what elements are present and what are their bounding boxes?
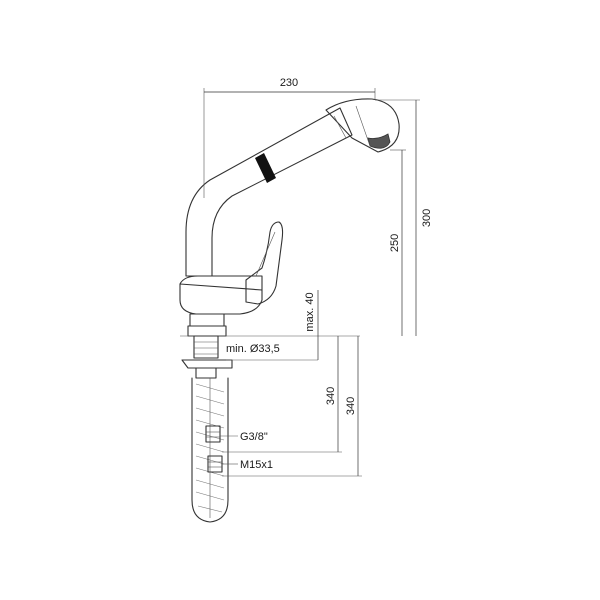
dim-label-300: 300 xyxy=(421,209,433,227)
hose-outline xyxy=(191,377,229,523)
mounting-shank xyxy=(193,335,219,359)
dim-label-340-b: 340 xyxy=(345,397,357,415)
spout-arm xyxy=(185,107,353,277)
dim-label-min-hole: min. Ø33,5 xyxy=(226,343,280,355)
lever-handle[interactable] xyxy=(245,221,284,305)
mounting-nut xyxy=(195,367,217,379)
spray-head xyxy=(325,98,400,153)
thread-label-m15: M15x1 xyxy=(240,459,273,471)
dim-label-250: 250 xyxy=(389,234,401,252)
spray-head-detail xyxy=(355,105,371,147)
dim-label-230: 230 xyxy=(280,77,298,89)
thread-label-g38: G3/8" xyxy=(240,431,268,443)
mixer-body-top xyxy=(179,275,263,291)
faucet-body xyxy=(179,98,400,379)
base-ring xyxy=(189,313,225,327)
fitting-g38 xyxy=(205,425,221,443)
dim-label-340-a: 340 xyxy=(325,387,337,405)
mixer-body xyxy=(179,283,263,315)
spray-head-detail xyxy=(333,115,347,139)
supply-hoses xyxy=(191,377,229,523)
spout-band xyxy=(255,153,276,183)
dim-label-max40: max. 40 xyxy=(304,292,316,331)
base-ring-lower xyxy=(187,325,227,337)
lever-detail xyxy=(255,231,276,277)
dimensions: 230 300 250 max. 40 min. Ø33,5 340 340 G… xyxy=(203,77,433,477)
nozzle-face-icon xyxy=(367,133,391,149)
mounting-plate xyxy=(181,359,233,369)
